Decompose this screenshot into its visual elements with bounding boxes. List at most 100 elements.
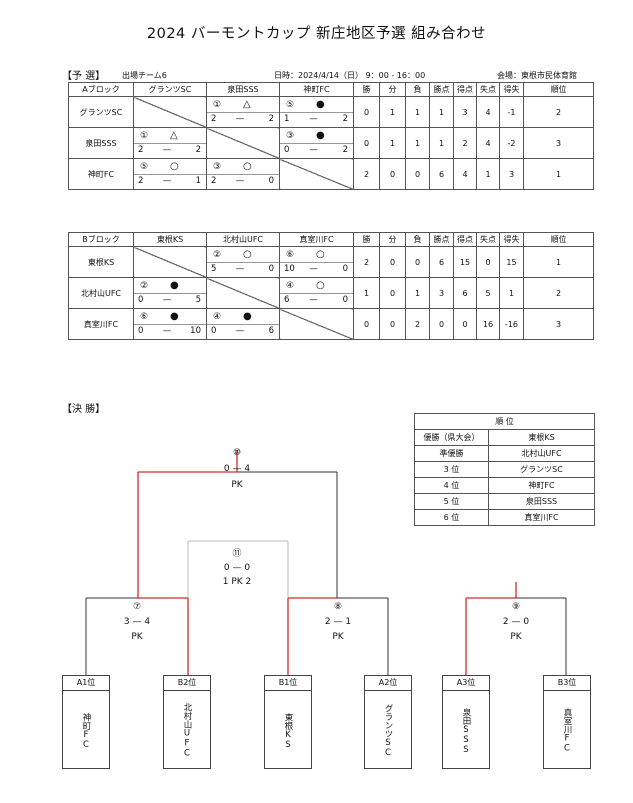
stat-gf: 4 [453,158,477,190]
score-dash: — [235,326,245,336]
match-number: ④ [213,312,222,322]
score-right: 2 [342,145,348,155]
team-box-a2: A2位 グランツSC [364,675,412,769]
result-icon: ● [316,99,325,110]
score-right: 1 [195,176,201,186]
match-cell: ⑤○2—1 [133,158,207,190]
stat-gd: -16 [499,308,524,340]
score-left: 0 [211,326,217,336]
stat-rank: 3 [523,308,594,340]
score-left: 1 [284,114,290,124]
score-left: 2 [138,145,144,155]
score-right: 0 [342,264,348,274]
match-cell: ③●0—2 [279,127,354,159]
score-right: 0 [268,176,274,186]
score-dash: — [162,326,172,336]
match-number: ⑥ [286,250,295,260]
slot-label: B1位 [265,676,311,691]
score-left: 0 [284,145,290,155]
score-dash: — [309,264,318,274]
score-left: 2 [211,114,217,124]
page-title: 2024 バーモントカップ 新庄地区予選 組み合わせ [146,26,487,42]
stat-draw: 0 [379,246,406,278]
score-left: 2 [211,176,217,186]
result-icon: ○ [170,161,179,172]
score-dash: — [235,114,245,124]
slot-label: B3位 [544,676,590,691]
team-name: 神町FC [81,712,91,750]
result-icon: △ [243,99,251,110]
stat-win: 0 [353,127,380,159]
ranking-row: 優勝（県大会）東根KS [414,429,596,446]
score-left: 0 [138,295,144,305]
stat-loss: 1 [405,127,430,159]
score-right: 5 [195,295,201,305]
score-dash: — [162,176,172,186]
match-cell: ⑥○10—0 [279,246,354,278]
result-icon: ● [243,311,252,322]
match-cell: ① △ 2 — 2 [206,96,280,128]
self-match-cell [133,96,207,128]
row-team-name: 神町FC [68,158,134,190]
row-team-name: 真室川FC [68,308,134,340]
match-number: ① [213,100,222,110]
self-match-cell [279,158,354,190]
kessho-label: 【決 勝】 [62,404,106,415]
result-icon: ○ [243,249,252,260]
stat-loss: 2 [405,308,430,340]
slot-label: A3位 [443,676,489,691]
result-icon: ○ [316,280,325,291]
score-right: 0 [342,295,348,305]
stat-rank: 2 [523,96,594,128]
score-dash: — [309,114,318,124]
score-dash: — [309,295,318,305]
ranking-row: 準優勝北村山UFC [414,445,596,462]
score-dash: — [235,176,245,186]
ranking-team: 真室川FC [487,509,596,526]
venue-info: 会場：東根市民体育館 [497,71,577,80]
score-dash: — [235,264,245,274]
score-right: 2 [195,145,201,155]
team-box-b2: B2位 北村山UFC [163,675,211,769]
match-number: ③ [213,162,222,172]
stat-gd: 3 [499,158,524,190]
row-team-name: グランツSC [68,96,134,128]
result-icon: △ [170,130,178,141]
score-right: 6 [268,326,274,336]
team-box-b1: B1位 東根KS [264,675,312,769]
stat-gf: 2 [453,127,477,159]
match-number: ① [140,131,149,141]
team-box-a3: A3位 泉田SSS [442,675,490,769]
team-box-b3: B3位 真室川FC [543,675,591,769]
slot-label: A2位 [365,676,411,691]
result-icon: ○ [316,249,325,260]
ranking-place: 6 位 [414,509,489,526]
match-number: ⑥ [140,312,149,322]
team-name: 東根KS [283,712,293,750]
stat-gf: 6 [453,277,477,309]
result-icon: ● [170,311,179,322]
match-cell: ②○5—0 [206,246,280,278]
ranking-row: 5 位泉田SSS [414,493,596,510]
match-number: ⑤ [286,100,295,110]
date-info: 日時：2024/4/14（日） 9：00 - 16：00 [274,71,426,80]
match-7: ⑦ 3 — 4 PK [123,602,151,642]
stat-win: 2 [353,246,380,278]
score-dash: — [309,145,318,155]
score-right: 2 [268,114,274,124]
slot-label: A1位 [63,676,109,691]
result-icon: ○ [243,161,252,172]
stat-pts: 3 [429,277,454,309]
score-right: 0 [268,264,274,274]
teams-count: 出場チーム6 [122,71,167,80]
stat-pts: 1 [429,127,454,159]
stat-ga: 16 [476,308,500,340]
